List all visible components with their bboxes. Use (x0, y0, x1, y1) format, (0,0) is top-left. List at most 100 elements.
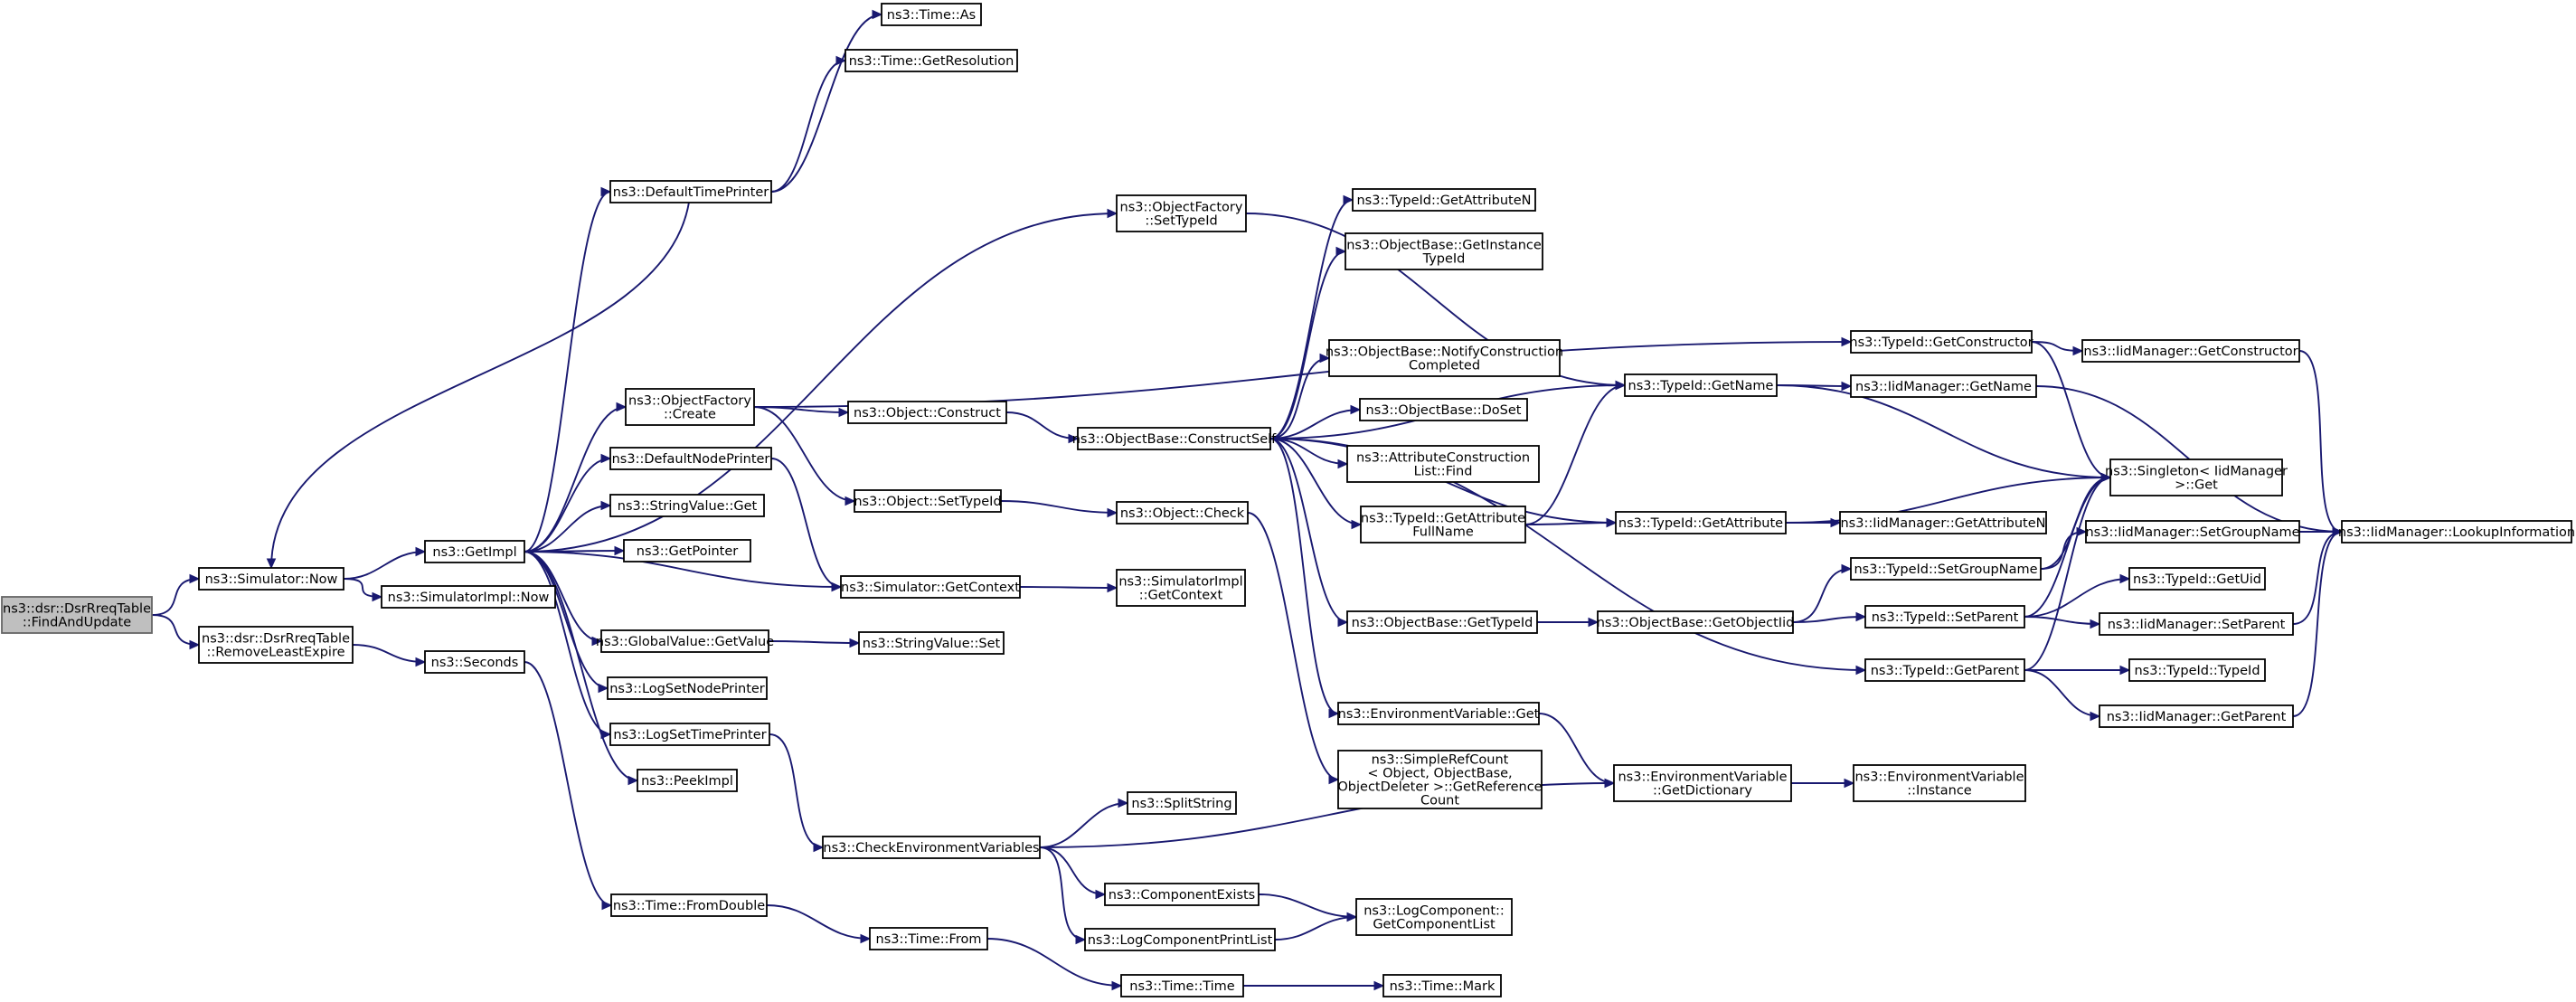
node-label: ns3::IidManager::GetParent (2107, 710, 2287, 724)
function-node-simImplNow[interactable]: ns3::SimulatorImpl::Now (381, 585, 556, 609)
edge-arrowhead (849, 638, 861, 648)
function-node-strValSet[interactable]: ns3::StringValue::Set (858, 631, 1005, 655)
node-label: ns3::LogComponentPrintList (1088, 933, 1273, 948)
function-node-iidMgrGetAttributeN[interactable]: ns3::IidManager::GetAttributeN (1839, 511, 2047, 534)
function-node-logSetTimePrinter[interactable]: ns3::LogSetTimePrinter (609, 723, 770, 746)
function-node-logSetNodePrinter[interactable]: ns3::LogSetNodePrinter (607, 676, 768, 700)
node-label: ns3::EnvironmentVariable (1854, 770, 2024, 785)
function-node-typeIdGetConstructor[interactable]: ns3::TypeId::GetConstructor (1849, 330, 2033, 354)
function-node-timeTime[interactable]: ns3::Time::Time (1120, 974, 1244, 997)
function-node-typeIdGetParent[interactable]: ns3::TypeId::GetParent (1864, 658, 2025, 682)
node-box (1116, 194, 1247, 232)
function-node-iidMgrGetName[interactable]: ns3::IidManager::GetName (1850, 374, 2037, 398)
function-node-objCheck[interactable]: ns3::Object::Check (1116, 501, 1249, 525)
node-box (1382, 974, 1502, 997)
function-node-typeIdSetParent[interactable]: ns3::TypeId::SetParent (1864, 605, 2025, 629)
function-node-defNodePrinter[interactable]: ns3::DefaultNodePrinter (609, 447, 772, 470)
function-node-objFactCreate[interactable]: ns3::ObjectFactory::Create (625, 388, 755, 426)
function-node-envVarGet[interactable]: ns3::EnvironmentVariable::Get (1337, 702, 1540, 725)
function-node-typeIdSetGroupName[interactable]: ns3::TypeId::SetGroupName (1850, 557, 2042, 581)
function-node-objBaseNotify[interactable]: ns3::ObjectBase::NotifyConstructionCompl… (1326, 339, 1563, 377)
node-box (881, 3, 982, 26)
call-edge (1000, 500, 1118, 514)
edge-arrowhead (415, 546, 427, 557)
function-node-iidMgrSetParent[interactable]: ns3::IidManager::SetParent (2099, 612, 2294, 636)
function-node-typeIdGetName[interactable]: ns3::TypeId::GetName (1624, 373, 1778, 397)
function-node-globValGetValue[interactable]: ns3::GlobalValue::GetValue (596, 629, 774, 653)
node-box (1850, 557, 2042, 581)
function-node-timeGetRes[interactable]: ns3::Time::GetResolution (845, 49, 1018, 72)
function-node-objBaseGetTypeId[interactable]: ns3::ObjectBase::GetTypeId (1346, 610, 1538, 634)
node-label: ::GetContext (1139, 589, 1223, 603)
function-node-objSetTypeId[interactable]: ns3::Object::SetTypeId (854, 489, 1002, 513)
function-node-getImpl[interactable]: ns3::GetImpl (424, 540, 525, 563)
function-node-objFactSetTypeId[interactable]: ns3::ObjectFactory::SetTypeId (1116, 194, 1247, 232)
function-node-typeIdGetUid[interactable]: ns3::TypeId::GetUid (2128, 567, 2266, 591)
function-node-splitString[interactable]: ns3::SplitString (1127, 791, 1237, 815)
edge-arrowhead (1841, 381, 1853, 392)
edge-arrowhead (1107, 582, 1118, 593)
function-node-peekImpl[interactable]: ns3::PeekImpl (637, 769, 738, 792)
function-node-typeIdGetAttrN[interactable]: ns3::TypeId::GetAttributeN (1352, 188, 1536, 212)
call-edge (524, 661, 612, 906)
node-label: ns3::ObjectBase::NotifyConstruction (1326, 345, 1563, 360)
node-label: ns3::IidManager::SetParent (2108, 618, 2286, 632)
function-node-checkEnvVars[interactable]: ns3::CheckEnvironmentVariables (822, 836, 1041, 859)
node-box (1597, 610, 1794, 634)
node-box (1850, 330, 2033, 354)
function-node-iidMgrGetConstructor[interactable]: ns3::IidManager::GetConstructor (2081, 339, 2300, 363)
function-node-iidMgrGetParent[interactable]: ns3::IidManager::GetParent (2099, 704, 2294, 728)
function-node-seconds[interactable]: ns3::Seconds (424, 650, 525, 674)
node-label: ns3::ObjectBase::GetTypeId (1352, 616, 1533, 630)
function-node-strValGet[interactable]: ns3::StringValue::Get (609, 494, 765, 517)
function-node-logCompPrintList[interactable]: ns3::LogComponentPrintList (1084, 928, 1276, 951)
function-node-logCompGetList[interactable]: ns3::LogComponent::GetComponentList (1355, 898, 1513, 936)
node-box (1355, 898, 1513, 936)
function-node-iidMgrLookup[interactable]: ns3::IidManager::LookupInformation (2338, 520, 2575, 544)
call-edge (1524, 522, 1617, 525)
node-box (623, 539, 751, 562)
function-node-timeFromDouble[interactable]: ns3::Time::FromDouble (610, 893, 768, 917)
function-node-envVarGetDict[interactable]: ns3::EnvironmentVariable::GetDictionary (1613, 764, 1792, 802)
call-edge (2024, 669, 2100, 717)
function-node-iidMgrSetGroupName[interactable]: ns3::IidManager::SetGroupName (2085, 520, 2300, 544)
call-edge (1792, 616, 1866, 623)
node-label: ::Instance (1907, 784, 1972, 799)
function-node-envVarInstance[interactable]: ns3::EnvironmentVariable::Instance (1853, 764, 2026, 802)
function-node-simImplGetContext[interactable]: ns3::SimulatorImpl::GetContext (1116, 569, 1246, 607)
node-box (1850, 374, 2037, 398)
node-label: ns3::SimpleRefCount (1372, 753, 1509, 768)
function-node-objBaseConstructSelf[interactable]: ns3::ObjectBase::ConstructSelf (1072, 427, 1277, 450)
function-node-root[interactable]: ns3::dsr::DsrRreqTable::FindAndUpdate (1, 596, 153, 634)
function-node-typeIdTypeId[interactable]: ns3::TypeId::TypeId (2128, 658, 2266, 682)
function-node-defTimePrinter[interactable]: ns3::DefaultTimePrinter (609, 180, 772, 203)
function-node-simpleRefCount[interactable]: ns3::SimpleRefCount< Object, ObjectBase,… (1337, 750, 1543, 809)
node-box (1346, 610, 1538, 634)
function-node-typeIdGetAttribute[interactable]: ns3::TypeId::GetAttribute (1615, 511, 1787, 534)
function-node-timeFrom[interactable]: ns3::Time::From (869, 927, 988, 950)
call-edge (524, 551, 842, 588)
node-box (610, 893, 768, 917)
function-node-timeMark[interactable]: ns3::Time::Mark (1382, 974, 1502, 997)
node-box (1624, 373, 1778, 397)
node-label: ns3::IidManager::SetGroupName (2085, 525, 2299, 540)
function-node-timeAs[interactable]: ns3::Time::As (881, 3, 982, 26)
function-node-objBaseDoSet[interactable]: ns3::ObjectBase::DoSet (1359, 398, 1528, 421)
edge-arrowhead (1068, 433, 1080, 444)
function-node-getPointer[interactable]: ns3::GetPointer (623, 539, 751, 562)
function-node-sim_now[interactable]: ns3::Simulator::Now (198, 567, 344, 591)
function-node-removeLeast[interactable]: ns3::dsr::DsrRreqTable::RemoveLeastExpir… (198, 626, 354, 664)
edge-arrowhead (616, 402, 627, 412)
function-node-singletonGet[interactable]: ns3::Singleton< IidManager>::Get (2105, 458, 2288, 496)
edge-arrowhead (860, 933, 872, 944)
edge-arrowhead (1604, 778, 1616, 789)
function-node-compExists[interactable]: ns3::ComponentExists (1104, 883, 1260, 906)
edge-arrowhead (1351, 519, 1363, 530)
function-node-simGetContext[interactable]: ns3::Simulator::GetContext (840, 575, 1021, 599)
function-node-objBaseGetObjectIid[interactable]: ns3::ObjectBase::GetObjectIid (1597, 610, 1795, 634)
function-node-objConstruct[interactable]: ns3::Object::Construct (847, 401, 1007, 424)
call-edge (1005, 411, 1079, 440)
